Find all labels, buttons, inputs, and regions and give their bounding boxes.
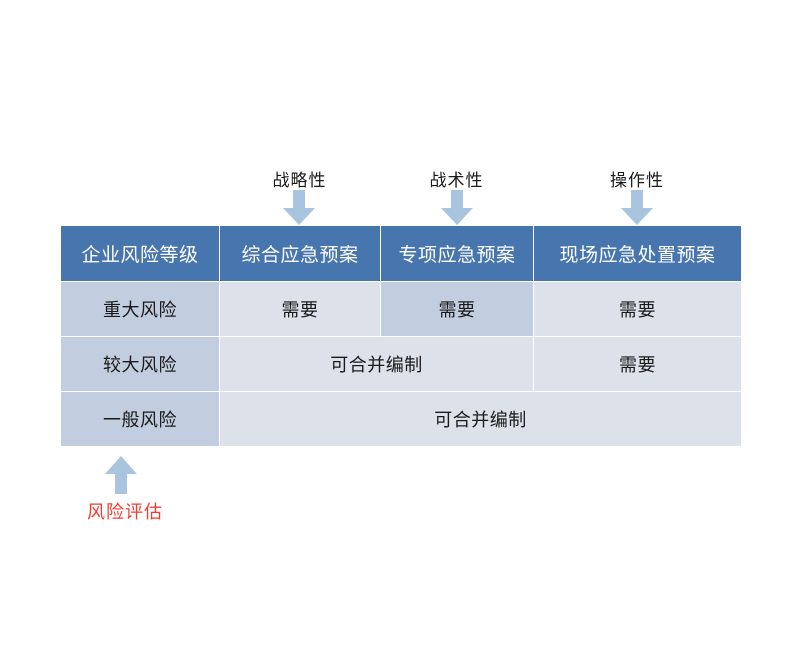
column-header-comprehensive-plan: 综合应急预案: [219, 225, 381, 282]
cell-large-merged-plan: 可合并编制: [219, 336, 534, 392]
row-label-major-risk: 重大风险: [60, 281, 220, 337]
row-label-large-risk: 较大风险: [60, 336, 220, 392]
risk-emergency-plan-matrix: 企业风险等级 综合应急预案 专项应急预案 现场应急处置预案 重大风险 需要 需要…: [60, 225, 742, 447]
arrow-up-icon: [105, 456, 137, 494]
arrow-down-icon: [621, 190, 653, 225]
cell-major-onsite: 需要: [533, 281, 742, 337]
cell-major-comprehensive: 需要: [219, 281, 381, 337]
table-header-row: 企业风险等级 综合应急预案 专项应急预案 现场应急处置预案: [60, 225, 742, 282]
cell-general-merged-plan: 可合并编制: [219, 391, 742, 447]
table-row: 较大风险 可合并编制 需要: [60, 336, 742, 392]
top-annotation-label-strategic: 战略性: [272, 171, 327, 190]
arrow-down-icon: [283, 190, 315, 225]
top-annotation-label-tactical: 战术性: [429, 171, 484, 190]
bottom-annotation-label-risk-assessment: 风险评估: [87, 502, 163, 522]
cell-large-onsite: 需要: [533, 336, 742, 392]
column-header-onsite-plan: 现场应急处置预案: [533, 225, 742, 282]
column-header-special-plan: 专项应急预案: [380, 225, 534, 282]
table-row: 重大风险 需要 需要 需要: [60, 281, 742, 337]
arrow-down-icon: [441, 190, 473, 225]
cell-major-special: 需要: [380, 281, 534, 337]
table-row: 一般风险 可合并编制: [60, 391, 742, 447]
top-annotation-label-operational: 操作性: [610, 171, 664, 190]
column-header-risk-level: 企业风险等级: [60, 225, 220, 282]
row-label-general-risk: 一般风险: [60, 391, 220, 447]
